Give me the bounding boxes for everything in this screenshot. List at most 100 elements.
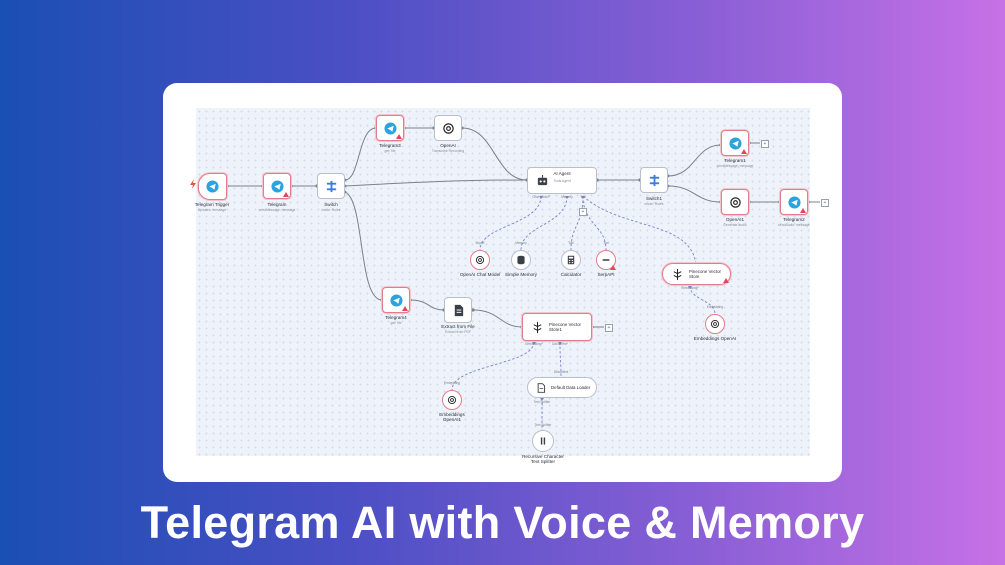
openai-icon <box>710 319 720 329</box>
node-embeddings-openai[interactable] <box>705 314 725 334</box>
node-simple-memory[interactable] <box>511 250 531 270</box>
node-subtitle: sendMessage: message <box>258 208 296 212</box>
node-title: Switch1 <box>645 196 663 201</box>
node-switch1[interactable] <box>640 167 668 193</box>
port-label: Memory <box>515 241 527 245</box>
telegram-icon <box>728 136 742 150</box>
telegram-icon <box>787 195 801 209</box>
telegram-icon <box>206 180 219 193</box>
node-openai-chat-model[interactable] <box>470 250 490 270</box>
node-openai1[interactable] <box>721 189 749 215</box>
add-tool-button[interactable]: + <box>579 208 587 216</box>
node-title: Telegram4 <box>385 315 407 320</box>
warning-icon <box>723 278 729 283</box>
trigger-bolt-icon <box>190 179 196 189</box>
calculator-icon <box>567 255 575 265</box>
port-label: Document <box>553 370 569 374</box>
openai-icon <box>729 196 741 208</box>
node-title: OpenAI <box>440 143 456 148</box>
node-calculator[interactable] <box>561 250 581 270</box>
node-subtitle: Transcribe Recording <box>431 149 465 153</box>
node-switch[interactable] <box>317 173 345 199</box>
node-title: Pinecone Vector Store1 <box>549 321 581 332</box>
node-subtitle: get: file <box>390 321 402 325</box>
add-node-button[interactable]: + <box>821 199 829 207</box>
node-embeddings-openai1[interactable] <box>442 390 462 410</box>
node-telegram2[interactable] <box>780 189 808 215</box>
document-icon <box>537 382 546 393</box>
add-node-button[interactable]: + <box>761 140 769 148</box>
node-subtitle: Tools Agent <box>553 179 571 183</box>
port-label: Embedding <box>706 305 724 309</box>
port-label: Tool <box>603 241 609 245</box>
node-title: SerpAPI <box>597 272 615 277</box>
port-label: Model <box>475 241 485 245</box>
openai-icon <box>447 395 457 405</box>
node-telegram1[interactable] <box>721 130 749 156</box>
telegram-icon <box>383 121 397 135</box>
openai-icon <box>475 255 485 265</box>
switch-icon <box>326 180 336 192</box>
warning-icon <box>396 134 402 139</box>
node-default-data-loader[interactable]: Default Data Loader <box>527 377 597 398</box>
node-text-splitter[interactable] <box>532 430 554 452</box>
add-node-button[interactable]: + <box>605 324 613 332</box>
node-title: Calculator <box>560 272 582 277</box>
node-title: OpenAI Chat Model <box>459 272 501 277</box>
port-label: Text Splitter <box>534 423 552 427</box>
node-title: Embeddings OpenAI <box>693 336 737 341</box>
node-title: Embeddings OpenAI1 <box>439 412 465 423</box>
port-label: Chat Model* <box>532 195 550 199</box>
node-title: Telegram3 <box>379 143 401 148</box>
node-subtitle: mode: Rules <box>321 208 341 212</box>
warning-icon <box>610 265 616 270</box>
node-pinecone-vector-store1[interactable]: Pinecone Vector Store1 <box>522 313 592 341</box>
warning-icon <box>402 306 408 311</box>
node-title: Default Data Loader <box>551 384 591 390</box>
node-title: Recursive Character Text Splitter <box>522 454 564 465</box>
file-icon <box>454 304 463 316</box>
node-subtitle: Extract from PDF <box>445 330 471 334</box>
node-ai-agent[interactable] <box>527 167 597 194</box>
robot-icon <box>537 174 548 186</box>
node-title: Telegram2 <box>783 217 805 222</box>
node-title: Telegram <box>267 202 287 207</box>
node-subtitle: sendAudio: message <box>778 223 810 227</box>
splitter-icon <box>540 437 546 445</box>
node-subtitle: Generate audio <box>723 223 747 227</box>
port-label: Document* <box>552 342 568 346</box>
warning-icon <box>741 149 747 154</box>
serp-icon <box>602 259 610 261</box>
warning-icon <box>800 208 806 213</box>
node-subtitle: get: file <box>384 149 396 153</box>
openai-icon <box>442 122 454 134</box>
port-label: Text Splitter <box>533 400 551 404</box>
node-pinecone-vector-store[interactable]: Pinecone Vector Store <box>662 263 731 285</box>
node-title: AI Agent <box>553 171 571 176</box>
port-label: Tool <box>568 241 574 245</box>
node-title: Extract from File <box>441 324 475 329</box>
node-openai[interactable] <box>434 115 462 141</box>
port-label: Tool <box>580 195 586 199</box>
database-icon <box>517 255 525 265</box>
node-serpapi[interactable] <box>596 250 616 270</box>
node-telegram3[interactable] <box>376 115 404 141</box>
pinecone-icon <box>673 268 682 280</box>
node-subtitle: mode: Rules <box>644 202 664 206</box>
node-telegram4[interactable] <box>382 287 410 313</box>
port-label: Memory <box>561 195 573 199</box>
node-subtitle: Updates: message <box>197 208 227 212</box>
node-title: Telegram1 <box>724 158 746 163</box>
telegram-icon <box>389 293 403 307</box>
node-telegram-trigger[interactable] <box>198 173 227 200</box>
warning-icon <box>283 192 289 197</box>
page-title: Telegram AI with Voice & Memory <box>140 497 865 548</box>
port-label: Embedding* <box>681 286 699 290</box>
node-extract-from-file[interactable] <box>444 297 472 323</box>
node-telegram[interactable] <box>263 173 291 199</box>
node-subtitle: sendMessage: message <box>716 164 754 168</box>
port-label: Embedding <box>443 381 461 385</box>
node-title: Pinecone Vector Store <box>689 268 721 279</box>
telegram-icon <box>270 179 284 193</box>
pinecone-icon <box>533 321 542 333</box>
